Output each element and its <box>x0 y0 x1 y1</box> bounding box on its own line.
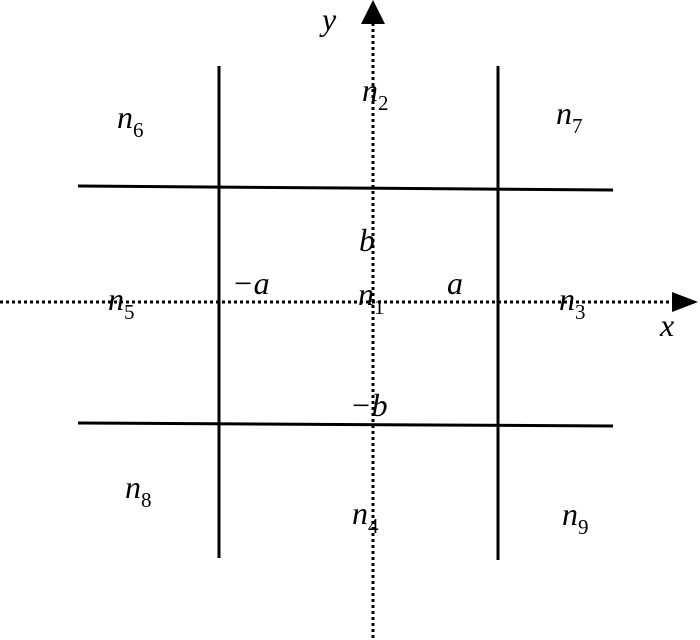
region-label-n8: n8 <box>125 469 152 512</box>
x-axis-label: x <box>659 307 674 343</box>
x-axis-arrowhead <box>672 292 698 312</box>
region-label-n6: n6 <box>117 99 144 142</box>
boundary-top-horizontal <box>77 184 614 192</box>
pos-b-label: b <box>359 222 375 258</box>
y-axis-arrowhead <box>361 0 385 24</box>
neg-b-label: −b <box>350 387 388 423</box>
pos-a-label: a <box>447 265 463 301</box>
region-label-n3: n3 <box>559 281 586 324</box>
y-axis-label: y <box>319 1 337 37</box>
region-label-n9: n9 <box>562 496 589 539</box>
region-label-n4: n4 <box>352 495 379 538</box>
boundary-bottom-horizontal <box>77 421 614 428</box>
region-label-n2: n2 <box>362 72 389 115</box>
region-label-n7: n7 <box>556 95 583 138</box>
neg-a-label: −a <box>232 265 270 301</box>
region-label-n5: n5 <box>108 281 135 324</box>
region-label-n1: n1 <box>358 276 385 319</box>
